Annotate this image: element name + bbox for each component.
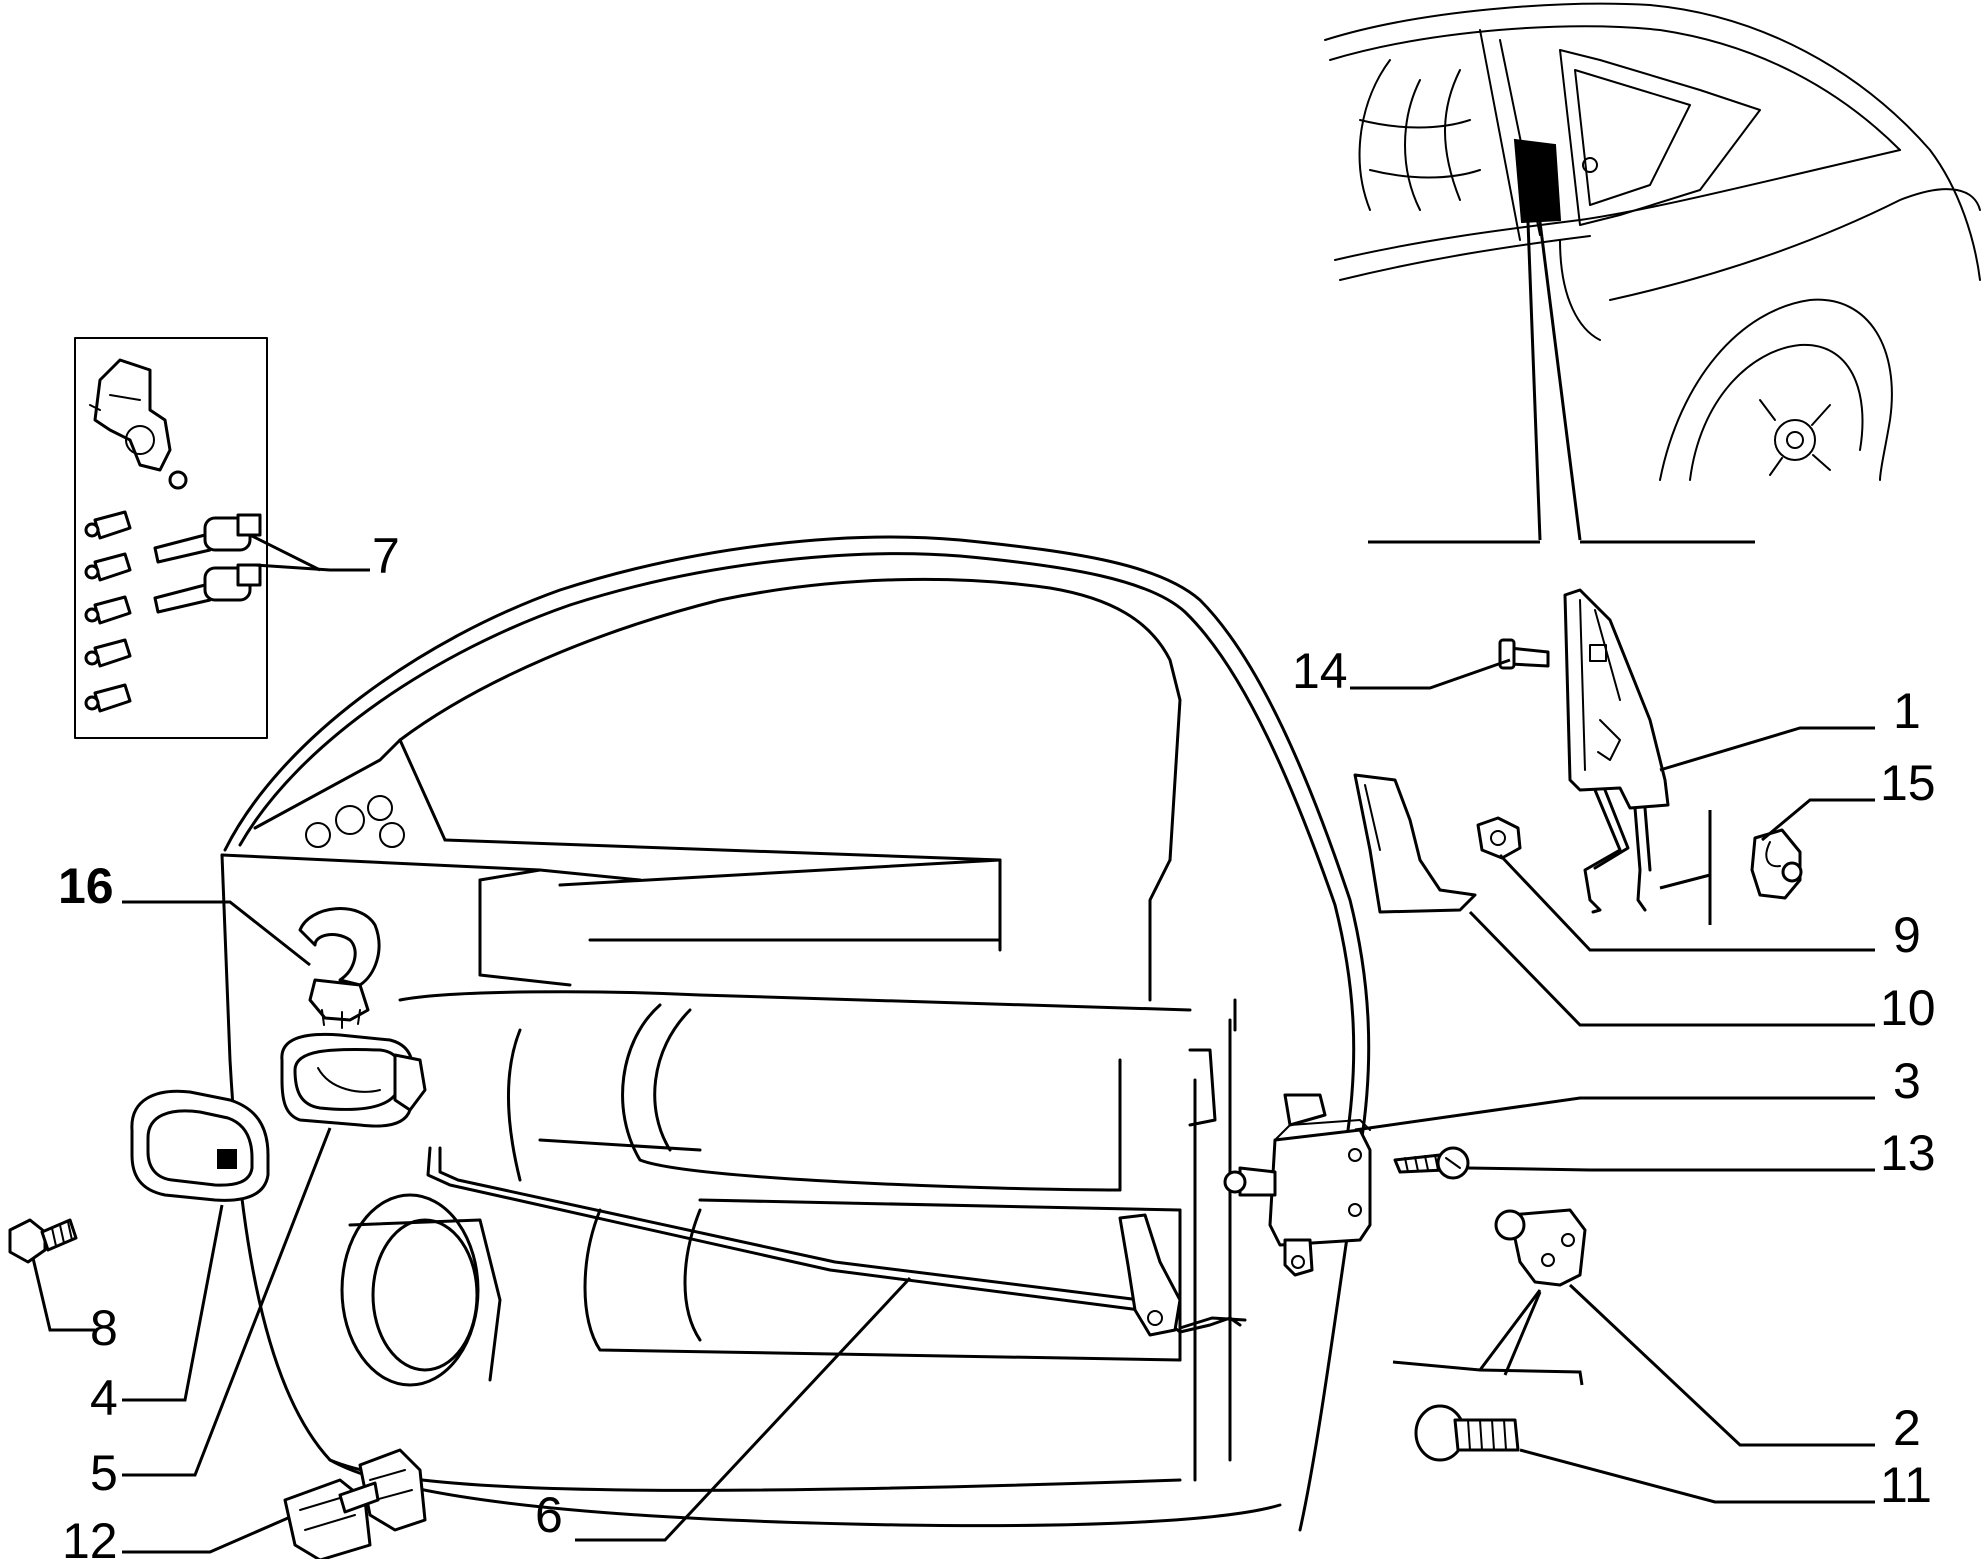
part-4-handle-bezel	[130, 1089, 270, 1202]
part-10-cover	[1353, 773, 1477, 914]
lock-set-inset	[74, 337, 268, 739]
callout-1: 1	[1893, 683, 1921, 739]
callout-11: 11	[1880, 1457, 1932, 1513]
part-5-inner-handle	[280, 1032, 427, 1128]
callout-5: 5	[90, 1445, 118, 1501]
callout-10: 10	[1880, 980, 1936, 1036]
part-8-bolt	[8, 1218, 78, 1264]
part-14-bolt	[1498, 638, 1550, 670]
callout-7: 7	[372, 528, 400, 584]
callout-4: 4	[90, 1370, 118, 1426]
callout-13: 13	[1880, 1125, 1936, 1181]
callout-labels: 7 14 1 15 16 9 10 3 13 8 4 2 5 11 6 12	[58, 528, 1936, 1564]
callout-15: 15	[1880, 755, 1936, 811]
callout-6: 6	[535, 1487, 563, 1543]
car-inset-illustration	[1324, 2, 1981, 544]
callout-9: 9	[1893, 907, 1921, 963]
part-12-clip	[283, 1448, 427, 1562]
parts-2-11-bracket	[1392, 1360, 1584, 1386]
part-16-grommet	[298, 907, 381, 1029]
part-13-screw	[1393, 1146, 1470, 1180]
callout-3: 3	[1893, 1053, 1921, 1109]
callout-16: 16	[58, 858, 114, 914]
callout-12: 12	[62, 1513, 118, 1559]
part-15-clip	[1750, 828, 1803, 900]
lock-cylinders	[84, 510, 132, 713]
part-11-bolt	[1414, 1404, 1520, 1462]
callout-8: 8	[90, 1300, 118, 1356]
door-panel	[220, 535, 1371, 1532]
keys	[153, 513, 262, 614]
callout-14: 14	[1292, 643, 1348, 699]
leader-lines	[31, 533, 1875, 1554]
part-2-striker-plate	[1494, 1208, 1587, 1287]
part-9-nut	[1476, 816, 1522, 860]
part-1-latch-assembly	[1563, 588, 1670, 914]
part-3-lock-unit	[1118, 1093, 1372, 1337]
callout-2: 2	[1893, 1400, 1921, 1456]
